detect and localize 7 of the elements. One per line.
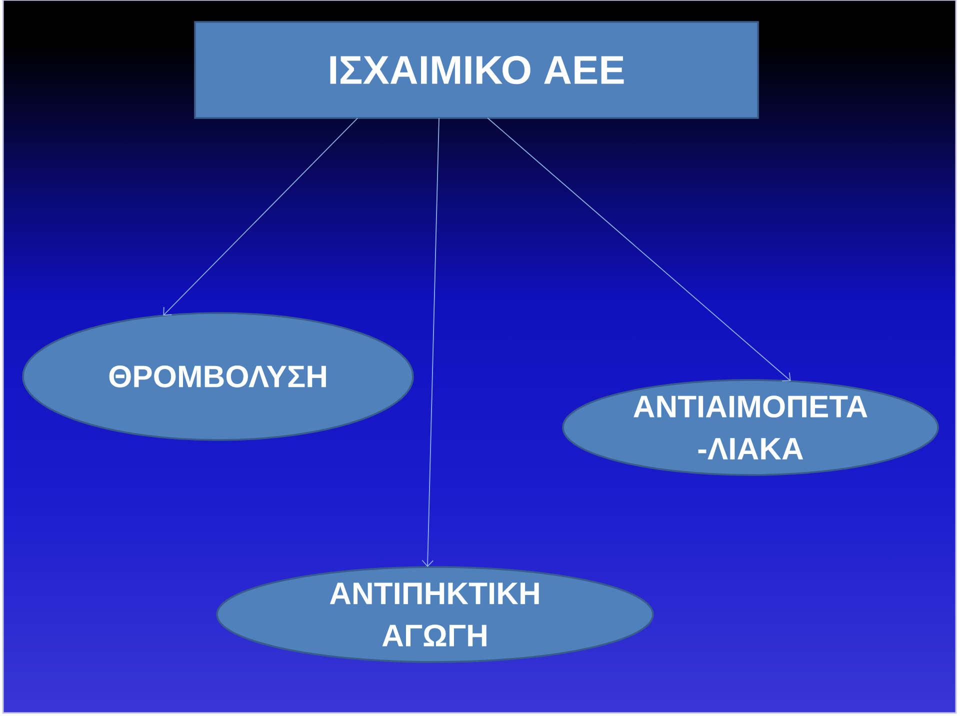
- oval-node: ΘΡΟΜΒΟΛΥΣΗ: [22, 312, 414, 441]
- arrow: [163, 118, 358, 316]
- arrow: [422, 118, 440, 568]
- title-box: ΙΣΧΑΙΜΙΚΟ ΑΕΕ: [194, 21, 759, 119]
- arrow: [487, 118, 791, 382]
- oval-node: ΑΝΤΙΠΗΚΤΙΚΗ ΑΓΩΓΗ: [216, 566, 654, 663]
- oval-node: ΑΝΤΙΑΙΜΟΠΕΤΑ -ΛΙΑΚΑ: [562, 379, 939, 476]
